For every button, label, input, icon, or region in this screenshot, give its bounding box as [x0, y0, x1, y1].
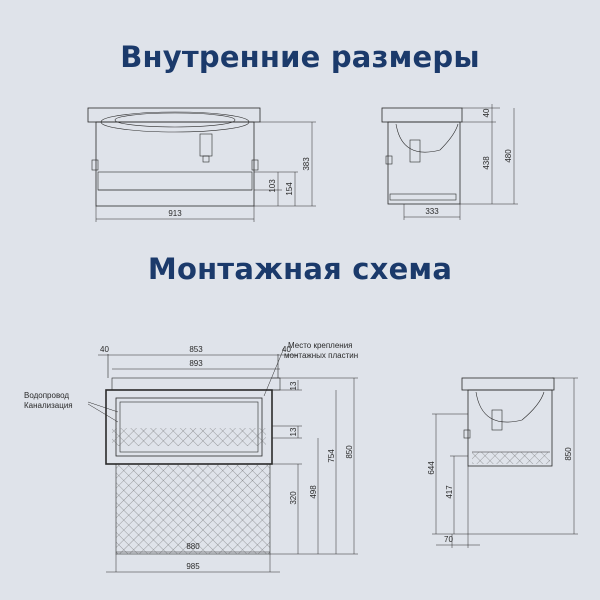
dim-498: 498	[309, 485, 318, 499]
dim-985: 985	[186, 562, 200, 571]
dim-893: 893	[189, 359, 203, 368]
mounting-front-dimensions: 40 853 40 893 880 985 13 13 320 498 754 …	[98, 345, 358, 573]
dim-40-side: 40	[482, 108, 491, 117]
dim-383: 383	[302, 157, 311, 171]
mounting-side-view	[461, 377, 555, 467]
internal-side-view	[381, 107, 463, 205]
mounting-front-labels: Водопровод Канализация Место крепления м…	[24, 341, 358, 423]
internal-side-dimensions: 40 438 480 333	[403, 104, 518, 220]
dim-70: 70	[444, 535, 453, 544]
dim-480: 480	[504, 149, 513, 163]
label-mounting-plates-1: Место крепления	[288, 341, 353, 350]
dim-438: 438	[482, 156, 491, 170]
dim-40-left: 40	[100, 345, 109, 354]
dim-850-side: 850	[564, 447, 573, 461]
label-sewer: Канализация	[24, 401, 73, 410]
mounting-front-view	[105, 354, 281, 555]
dim-103: 103	[268, 179, 277, 193]
title-mounting-scheme: Монтажная схема	[147, 252, 453, 286]
mounting-side-dimensions: 850 644 417 70	[427, 377, 578, 548]
dim-13-top: 13	[289, 381, 298, 390]
dim-913: 913	[168, 209, 182, 218]
internal-front-dimensions: 913 383 154 103	[95, 121, 316, 222]
label-water-supply: Водопровод	[24, 391, 69, 400]
dim-417: 417	[445, 485, 454, 499]
dim-853: 853	[189, 345, 203, 354]
title-internal-dimensions: Внутренние размеры	[120, 40, 480, 74]
dim-154: 154	[285, 182, 294, 196]
dim-644: 644	[427, 461, 436, 475]
dim-40-right: 40	[282, 345, 291, 354]
label-mounting-plates-2: монтажных пластин	[284, 351, 358, 360]
dim-13-mid: 13	[289, 427, 298, 436]
dim-754: 754	[327, 449, 336, 463]
dim-320: 320	[289, 491, 298, 505]
internal-front-view	[87, 107, 261, 207]
dim-333: 333	[425, 207, 439, 216]
dim-880: 880	[186, 542, 200, 551]
dim-850-front: 850	[345, 445, 354, 459]
